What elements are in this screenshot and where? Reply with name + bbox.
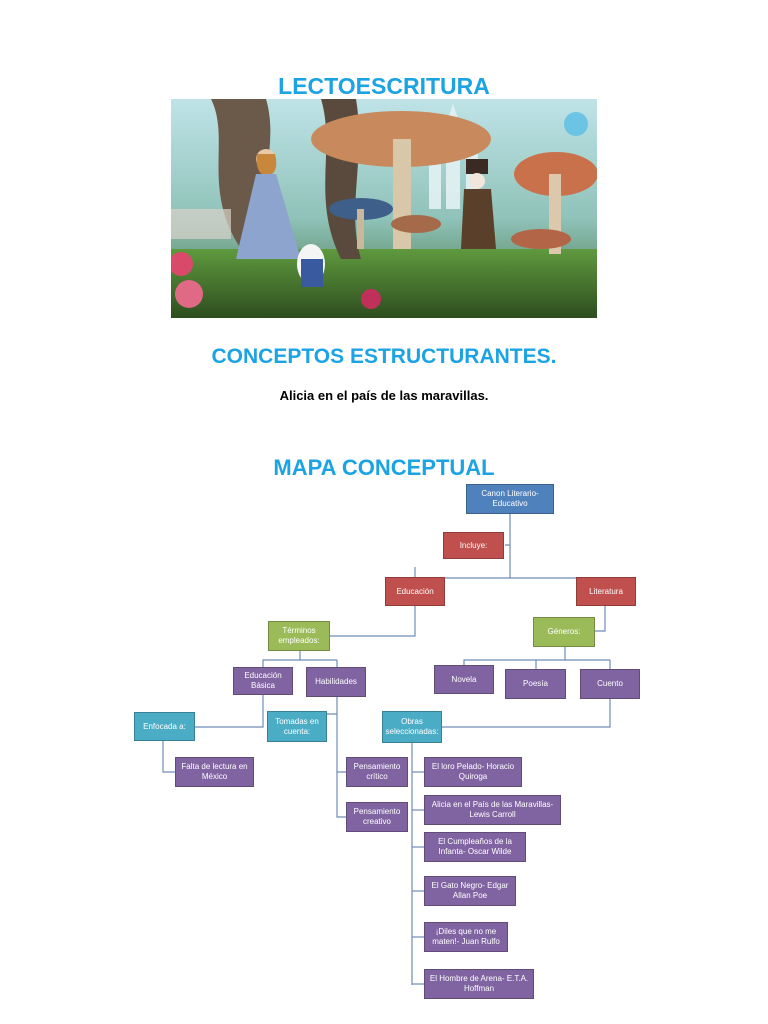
- node-obra-diles-que-no: ¡Diles que no me maten!- Juan Rulfo: [424, 922, 508, 952]
- node-falta-lectura: Falta de lectura en México: [175, 757, 254, 787]
- node-obra-cumpleanos-infanta: El Cumpleaños de la Infanta- Oscar Wilde: [424, 832, 526, 862]
- node-literatura: Literatura: [576, 577, 636, 606]
- section-heading: CONCEPTOS ESTRUCTURANTES.: [211, 345, 557, 368]
- page-title: LECTOESCRITURA: [278, 73, 490, 99]
- node-educacion: Educación: [385, 577, 445, 606]
- node-novela: Novela: [434, 665, 494, 694]
- node-obra-hombre-arena: El Hombre de Arena- E.T.A. Hoffman: [424, 969, 534, 999]
- node-terminos-empleados: Términos empleados:: [268, 621, 330, 651]
- node-cuento: Cuento: [580, 669, 640, 699]
- node-obra-loro-pelado: El loro Pelado- Horacio Quiroga: [424, 757, 522, 787]
- node-pensamiento-critico: Pensamiento crítico: [346, 757, 408, 787]
- node-tomadas-en-cuenta: Tomadas en cuenta:: [267, 711, 327, 742]
- node-pensamiento-creativo: Pensamiento creativo: [346, 802, 408, 832]
- node-poesia: Poesía: [505, 669, 566, 699]
- node-canon-literario: Canon Literario-Educativo: [466, 484, 554, 514]
- subtitle: Alicia en el país de las maravillas.: [279, 388, 489, 403]
- node-incluye: Incluye:: [443, 532, 504, 559]
- map-heading: MAPA CONCEPTUAL: [273, 455, 495, 480]
- node-obra-alicia: Alicia en el País de las Maravillas- Lew…: [424, 795, 561, 825]
- node-enfocada: Enfocada a:: [134, 712, 195, 741]
- node-generos: Géneros:: [533, 617, 595, 647]
- node-obras-seleccionadas: Obras seleccionadas:: [382, 711, 442, 743]
- node-habilidades: Habilidades: [306, 667, 366, 697]
- node-obra-gato-negro: El Gato Negro- Edgar Allan Poe: [424, 876, 516, 906]
- node-educacion-basica: Educación Básica: [233, 667, 293, 695]
- alice-wonderland-illustration: [171, 99, 597, 318]
